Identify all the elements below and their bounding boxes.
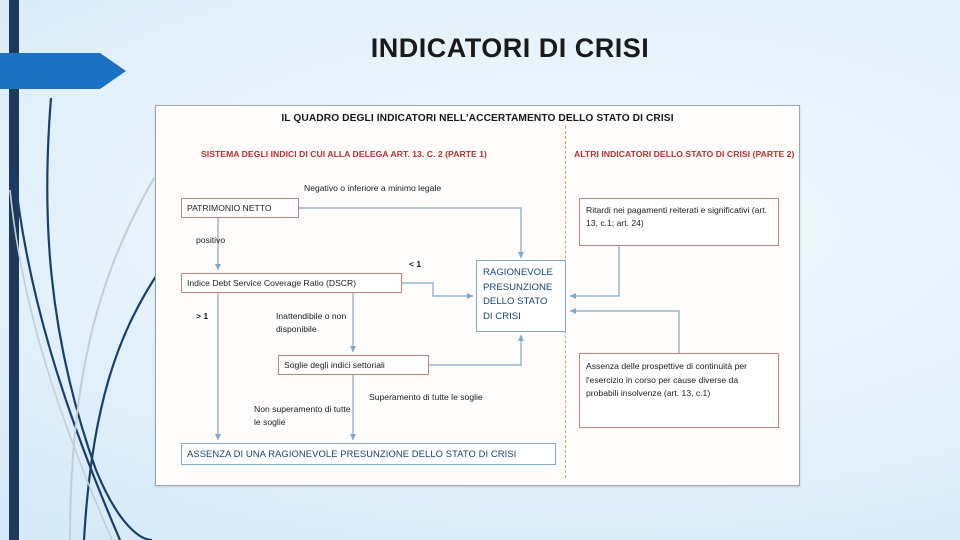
node-label: Indice Debt Service Coverage Ratio (DSCR… xyxy=(187,278,357,288)
diagram-title: IL QUADRO DEGLI INDICATORI NELL'ACCERTAM… xyxy=(281,113,674,124)
node-label: Soglie degli indici settoriali xyxy=(284,360,385,370)
left-accent-bar xyxy=(9,0,19,540)
node-label: Assenza delle prospettive di continuità … xyxy=(586,361,747,398)
edge-label-negativo: Negativo o inferiore a minimo legale xyxy=(304,183,442,193)
node-dscr[interactable]: Indice Debt Service Coverage Ratio (DSCR… xyxy=(181,273,402,293)
node-label: ASSENZA DI UNA RAGIONEVOLE PRESUNZIONE D… xyxy=(187,448,517,459)
arrow-banner-shape xyxy=(0,53,126,89)
page-title: INDICATORI DI CRISI xyxy=(370,33,650,63)
node-label: Ritardi nei pagamenti reiterati e signif… xyxy=(586,205,768,228)
node-label: RAGIONEVOLE PRESUNZIONE DELLO STATO DI C… xyxy=(483,267,553,322)
edge-label-positivo: positivo xyxy=(196,235,226,245)
edge-label-greater-than-one: > 1 xyxy=(196,311,209,321)
node-patrimonio-netto[interactable]: PATRIMONIO NETTO xyxy=(181,198,299,218)
edge-label-non-superamento: Non superamento di tutte le soglie xyxy=(254,404,351,427)
diagram-picture-frame: IL QUADRO DEGLI INDICATORI NELL'ACCERTAM… xyxy=(155,105,800,486)
node-assenza-presunzione[interactable]: ASSENZA DI UNA RAGIONEVOLE PRESUNZIONE D… xyxy=(181,443,556,465)
edge-label-less-than-one: < 1 xyxy=(409,259,422,269)
node-soglie-indici-settoriali[interactable]: Soglie degli indici settoriali xyxy=(278,355,429,375)
node-ragionevole-presunzione[interactable]: RAGIONEVOLE PRESUNZIONE DELLO STATO DI C… xyxy=(476,260,566,332)
section-header-right: ALTRI INDICATORI DELLO STATO DI CRISI (P… xyxy=(574,149,795,159)
diagram-canvas: IL QUADRO DEGLI INDICATORI NELL'ACCERTAM… xyxy=(156,106,799,485)
node-label: PATRIMONIO NETTO xyxy=(187,203,272,213)
diagram-connectors xyxy=(214,207,680,441)
section-header-left: SISTEMA DEGLI INDICI DI CUI ALLA DELEGA … xyxy=(201,149,487,159)
edge-label-inattendibile: Inattendibile o non disponibile xyxy=(276,311,347,334)
edge-label-superamento: Superamento di tutte le soglie xyxy=(369,392,483,402)
node-ritardi-pagamenti[interactable]: Ritardi nei pagamenti reiterati e signif… xyxy=(579,198,779,246)
decorative-swoosh-lines xyxy=(9,97,161,540)
node-assenza-prospettive-continuita[interactable]: Assenza delle prospettive di continuità … xyxy=(579,353,779,428)
